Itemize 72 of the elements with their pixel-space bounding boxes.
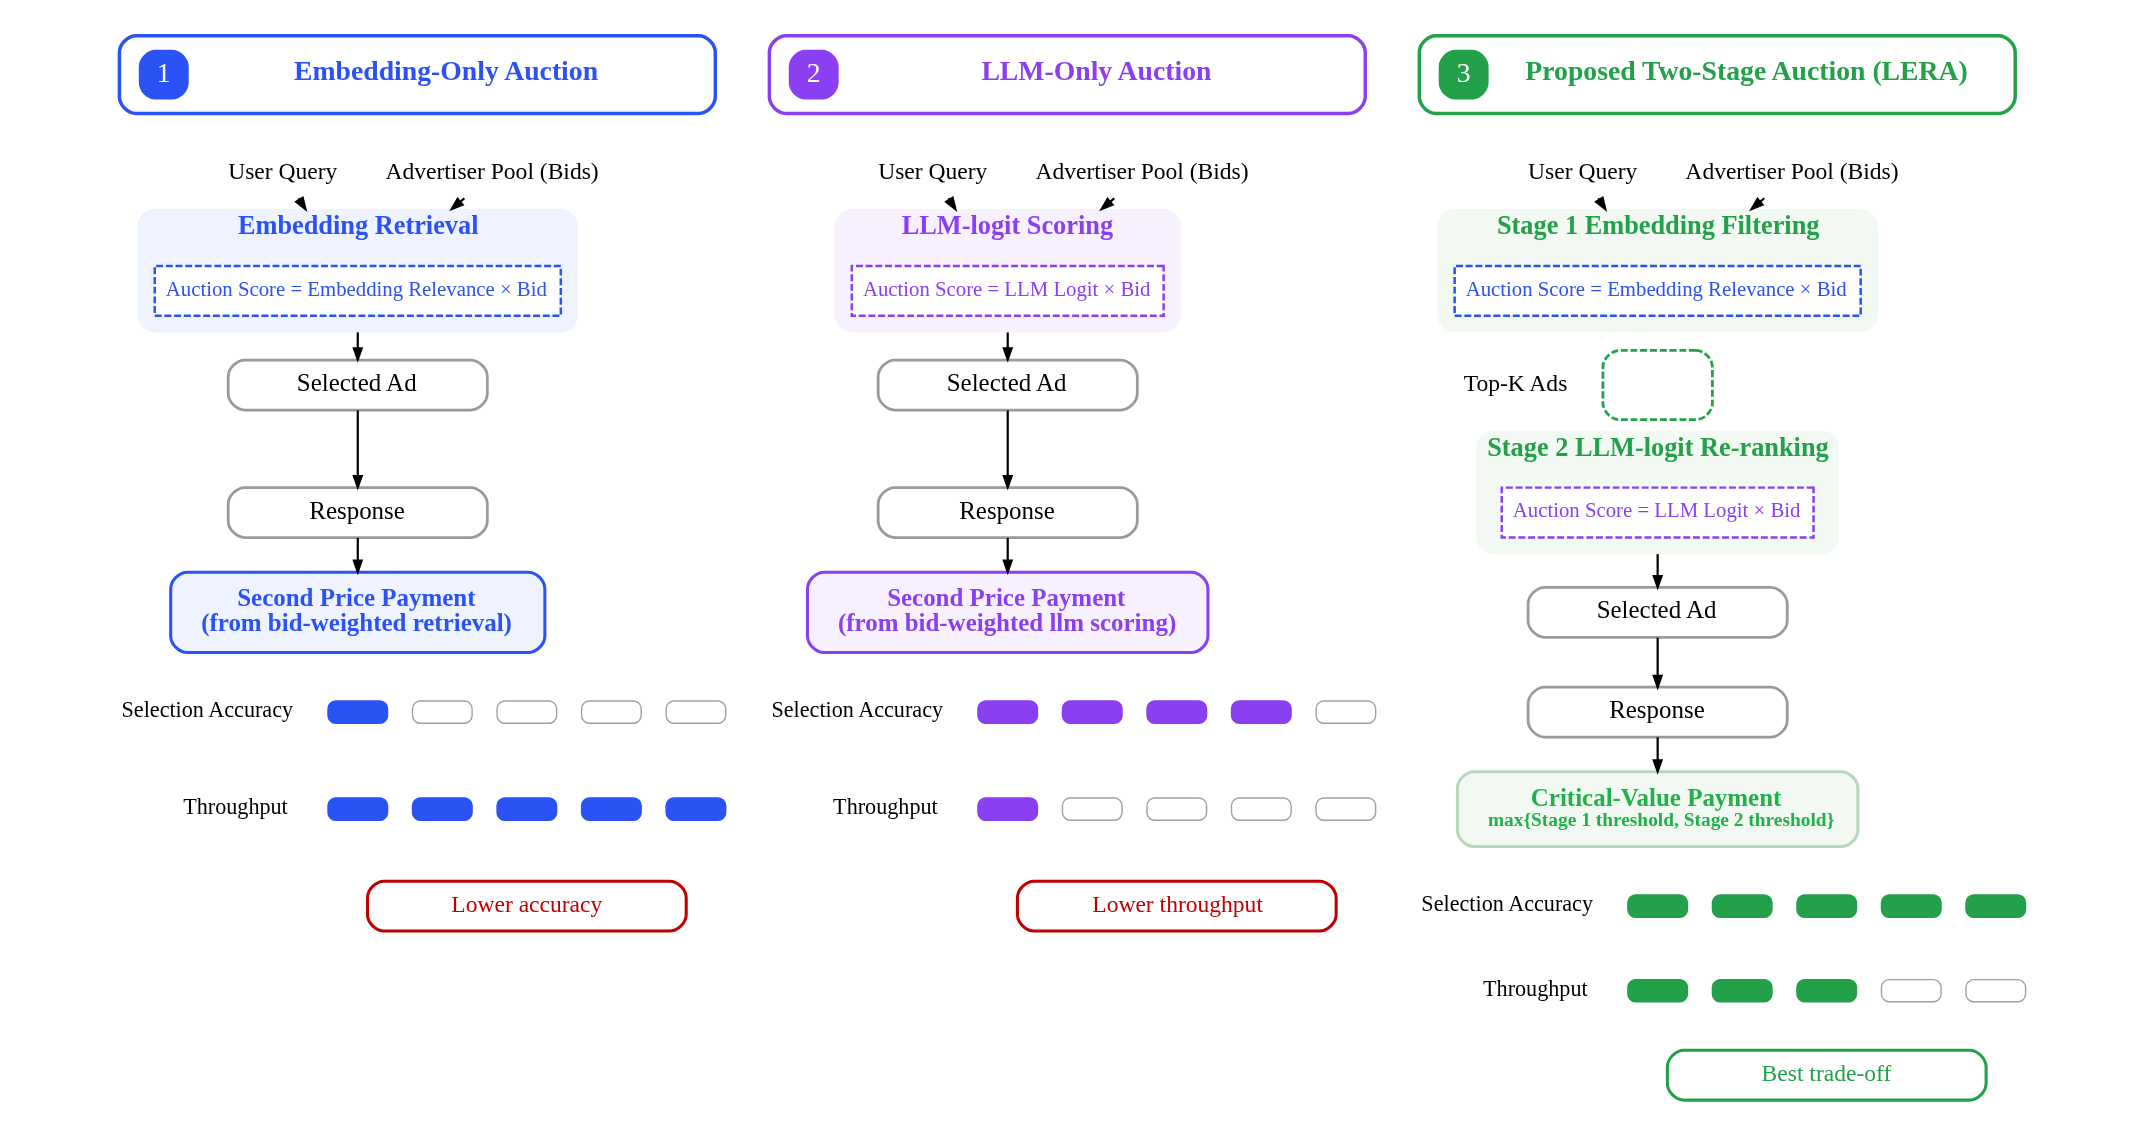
node-box: Selected Ad [226,358,489,412]
node-bar [496,797,558,821]
node-bar [1315,700,1377,724]
node-bar [1880,894,1942,918]
node-bar [1230,700,1292,724]
node-bar [327,797,389,821]
node-bar [1796,894,1858,918]
node-box: Auction Score = Embedding Relevance × Bid [153,264,563,318]
node-box [1601,349,1714,422]
label: Selection Accuracy [121,697,294,723]
node-bar [411,700,473,724]
node-label: Top-K Ads [1463,369,1568,396]
node-box: Response [1526,685,1789,739]
node-bar [580,797,642,821]
arrow [449,197,466,212]
node-bar [665,700,727,724]
node-box: Selected Ad [1526,586,1789,639]
node-bar [1061,700,1123,724]
node-bar [411,797,473,821]
label: Throughput [1483,975,1588,1001]
node-text: User Query [878,157,988,184]
node-bar [665,797,727,821]
node-bar [1230,797,1292,821]
node-bar [1965,978,2027,1003]
node-bar [1627,894,1689,918]
node-bar [496,700,558,724]
node-box: Auction Score = LLM Logit × Bid [1500,486,1815,539]
node-bar [977,700,1039,724]
node-box: Lower throughput [1015,879,1338,933]
arrow [1652,737,1664,775]
node-box: Response [226,486,489,539]
node-box: Response [876,486,1139,539]
node-text: User Query [228,157,338,184]
node-bar [1315,797,1377,821]
arrow [1652,637,1664,691]
node-bar [977,797,1039,821]
node-bar [1627,978,1689,1003]
node-box: Best trade-off [1665,1048,1988,1102]
node-text: Advertiser Pool (Bids) [385,157,599,184]
node-box: Selected Ad [876,358,1139,412]
node-box: Second Price Payment (from bid-weighted retrieval) [169,570,547,655]
node-bar [580,700,642,724]
arrow [1652,554,1664,591]
arrow [1099,197,1115,212]
node-text: Advertiser Pool (Bids) [1685,157,1899,184]
node-bar [1711,978,1773,1003]
node-box: 2 LLM-Only Auction [767,34,1367,116]
node-box: Lower accuracy [365,879,688,933]
node-bar [1711,894,1773,918]
arrow [1002,410,1014,491]
label: Selection Accuracy [771,697,944,723]
node-text: Advertiser Pool (Bids) [1035,157,1249,184]
node-box: 3 Proposed Two-Stage Auction (LERA) [1417,34,2017,116]
arrow [352,410,364,491]
arrow [1002,537,1014,576]
label: Selection Accuracy [1421,891,1594,917]
node-box: 1 Embedding-Only Auction [117,34,718,116]
arrow [352,537,364,576]
label: Throughput [833,794,938,820]
node-bar [1796,978,1858,1003]
node-bar [1965,894,2027,918]
node-box: Critical-Value Payment max{Stage 1 threshold, Stage 2 threshold} [1455,770,1860,849]
node-bar [1146,700,1208,724]
node-bar [1146,797,1208,821]
label: Throughput [183,794,288,820]
node-bar [327,700,389,724]
node-box: Auction Score = LLM Logit × Bid [850,264,1165,318]
node-bar [1880,978,1942,1003]
node-box: Second Price Payment (from bid-weighted llm scoring) [805,570,1210,655]
node-box: Auction Score = Embedding Relevance × Bid [1453,264,1862,318]
node-text: User Query [1528,157,1638,184]
node-bar [1061,797,1123,821]
